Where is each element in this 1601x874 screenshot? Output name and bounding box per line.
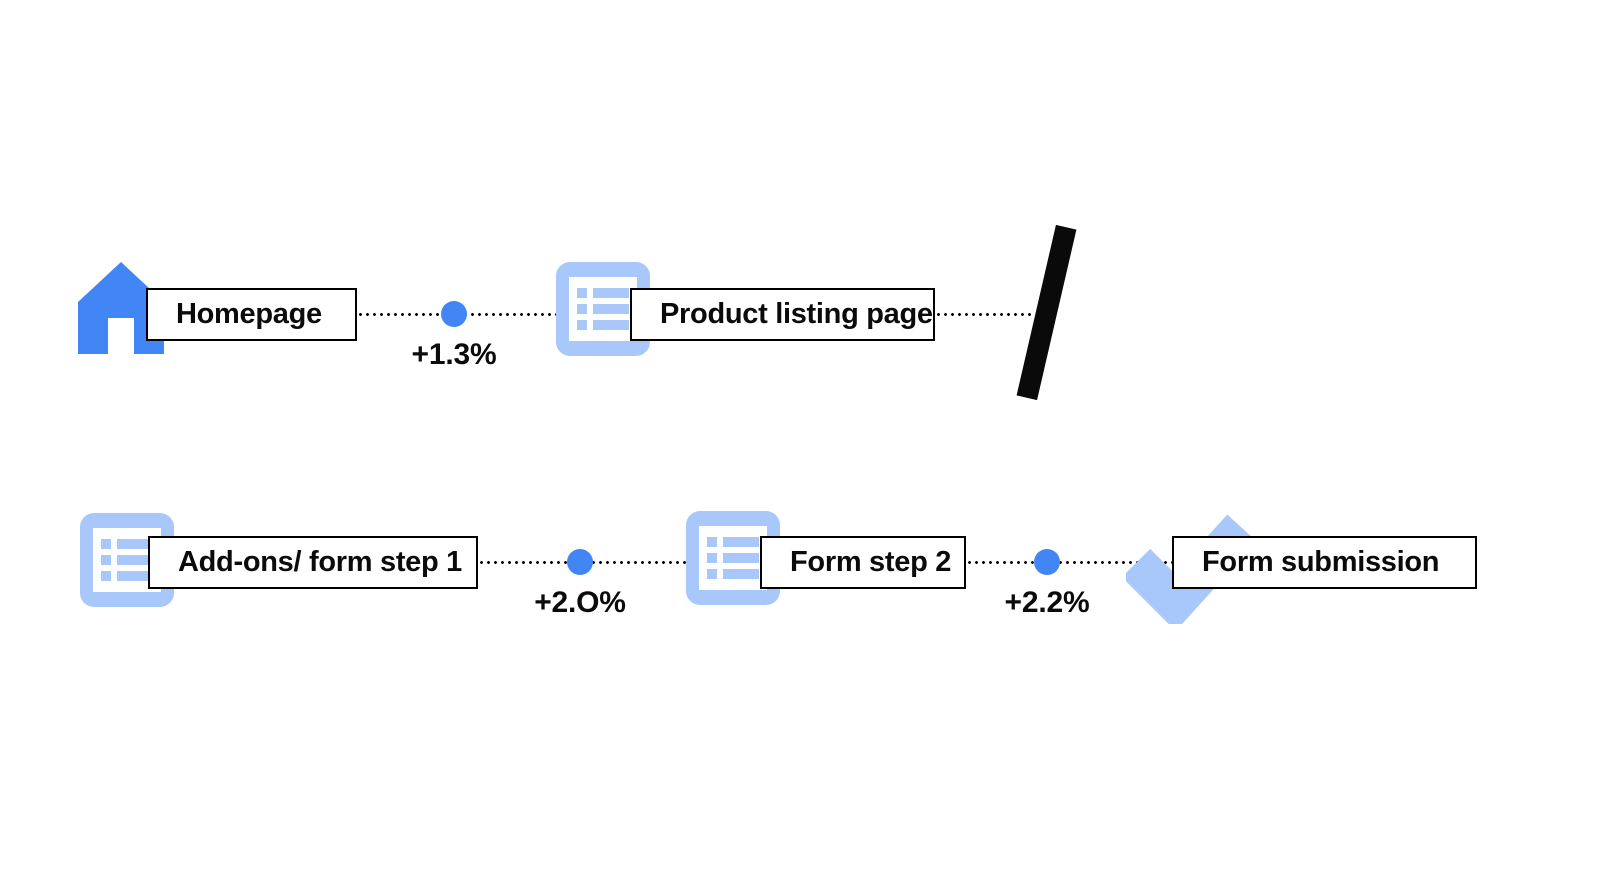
stage-label-form-step-2: Form step 2 — [790, 546, 952, 578]
connector-line-plp-to-divider — [935, 313, 1035, 316]
connector-dot-2[interactable] — [567, 549, 593, 575]
connector-dot-1[interactable] — [441, 301, 467, 327]
stage-box-product-listing-page[interactable]: Product listing page — [630, 288, 935, 341]
stage-box-form-submission[interactable]: Form submission — [1172, 536, 1477, 589]
list-icon-form-step-2 — [686, 511, 780, 605]
stage-label-add-ons-form-step-1: Add-ons/ form step 1 — [178, 546, 463, 578]
delta-label-addons-to-step2: +2.O% — [534, 586, 626, 619]
stage-label-product-listing-page: Product listing page — [660, 298, 933, 330]
list-icon-product-listing — [556, 262, 650, 356]
connector-dot-3[interactable] — [1034, 549, 1060, 575]
delta-label-step2-to-submission: +2.2% — [1004, 586, 1090, 619]
stage-label-homepage: Homepage — [176, 298, 322, 330]
connector-line-step2-to-submission — [966, 561, 1180, 564]
stage-box-add-ons-form-step-1[interactable]: Add-ons/ form step 1 — [148, 536, 478, 589]
home-icon — [78, 262, 164, 354]
stage-label-form-submission: Form submission — [1202, 546, 1440, 578]
stage-box-form-step-2[interactable]: Form step 2 — [760, 536, 966, 589]
stage-box-homepage[interactable]: Homepage — [146, 288, 357, 341]
delta-label-homepage-to-plp: +1.3% — [411, 338, 497, 371]
